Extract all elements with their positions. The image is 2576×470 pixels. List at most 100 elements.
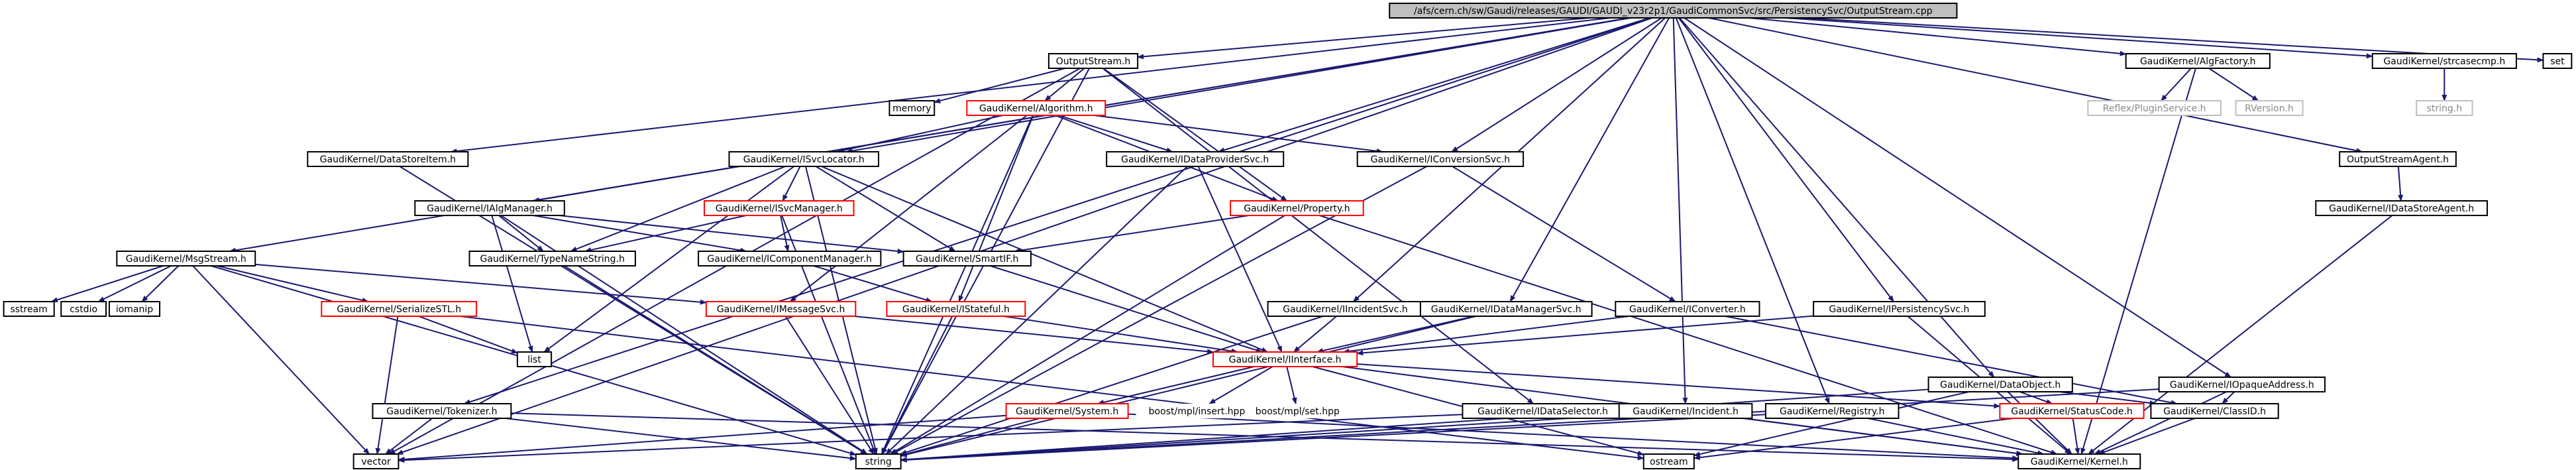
edge-line	[2098, 418, 2196, 455]
node-set[interactable]: set	[2542, 53, 2573, 69]
edge-line	[498, 215, 544, 252]
edge-line	[900, 388, 2159, 463]
node-idatamanagersvc-h[interactable]: GaudiKernel/IDataManagerSvc.h	[1419, 301, 1593, 317]
node-idataprovidersvc-h[interactable]: GaudiKernel/IDataProviderSvc.h	[1106, 151, 1285, 167]
edge-line	[1058, 115, 1173, 153]
node-iinterface-h[interactable]: GaudiKernel/IInterface.h	[1212, 351, 1358, 367]
node-classid-h[interactable]: GaudiKernel/ClassID.h	[2150, 403, 2279, 419]
node-ostream[interactable]: ostream	[1642, 453, 1695, 469]
node-outputstream-h[interactable]: OutputStream.h	[1047, 53, 1139, 69]
node-system-h[interactable]: GaudiKernel/System.h	[1005, 403, 1129, 419]
node-icomponentmanager-h[interactable]: GaudiKernel/IComponentManager.h	[698, 251, 882, 266]
node-serializestl-h[interactable]: GaudiKernel/SerializeSTL.h	[321, 301, 478, 317]
node-iincidentsvc-h[interactable]: GaudiKernel/IIncidentSvc.h	[1267, 301, 1424, 317]
edge-line	[813, 265, 933, 303]
node-strcasecmp-h[interactable]: GaudiKernel/strcasecmp.h	[2371, 53, 2517, 69]
edge-line	[418, 316, 518, 354]
node-label: OutputStream.h	[1056, 56, 1131, 67]
edge-line	[2094, 391, 2227, 455]
node-sstream[interactable]: sstream	[3, 301, 55, 317]
node-idatastoreagent-h[interactable]: GaudiKernel/IDataStoreAgent.h	[2315, 200, 2489, 216]
edge-line	[2019, 391, 2053, 404]
node-imessagesvc-h[interactable]: GaudiKernel/IMessageSvc.h	[705, 301, 857, 317]
node-msgstream-h[interactable]: GaudiKernel/MsgStream.h	[116, 251, 256, 266]
node-iconverter-h[interactable]: GaudiKernel/IConverter.h	[1615, 301, 1760, 317]
node-string-h[interactable]: string.h	[2416, 100, 2473, 116]
node-box	[307, 151, 469, 167]
edge-property-h-to-string	[890, 215, 1285, 455]
edge-root-to-isvclocator-h	[845, 17, 1631, 154]
node-box	[2017, 453, 2141, 469]
edge-line	[881, 316, 953, 455]
node-label: GaudiKernel/IDataSelector.h	[1477, 406, 1608, 417]
node-memory[interactable]: memory	[888, 100, 936, 116]
edge-line	[1319, 215, 2058, 455]
node-box	[1813, 301, 1986, 317]
node-cstdio[interactable]: cstdio	[60, 301, 107, 317]
edge-root-to-strcasecmp-h	[1784, 17, 2373, 59]
node-vector[interactable]: vector	[352, 453, 400, 469]
node-boost-insert[interactable]: boost/mpl/insert.hpp	[1136, 404, 1258, 418]
edge-registry-h-to-kernel-h	[1868, 418, 2045, 456]
edge-imessagesvc-h-to-iinterface-h	[853, 316, 1214, 355]
node-label: memory	[892, 103, 932, 114]
edge-line	[958, 115, 1034, 302]
node-label: string	[865, 457, 892, 467]
node-smartif-h[interactable]: GaudiKernel/SmartIF.h	[902, 251, 1032, 266]
node-iomanip[interactable]: iomanip	[108, 301, 161, 317]
node-boost-set[interactable]: boost/mpl/set.hpp	[1244, 404, 1350, 418]
node-istateful-h[interactable]: GaudiKernel/IStateful.h	[886, 301, 1026, 317]
node-label: GaudiKernel/IIncidentSvc.h	[1283, 304, 1408, 315]
node-isvcmanager-h[interactable]: GaudiKernel/ISvcManager.h	[704, 200, 855, 216]
edge-classid-h-to-kernel-h	[2098, 418, 2196, 455]
node-dataobject-h[interactable]: GaudiKernel/DataObject.h	[1927, 377, 2073, 392]
node-iopaqueaddress-h[interactable]: GaudiKernel/IOpaqueAddress.h	[2158, 377, 2326, 392]
node-algorithm-h[interactable]: GaudiKernel/Algorithm.h	[966, 100, 1106, 116]
edge-line	[782, 166, 801, 202]
node-box	[1999, 403, 2145, 419]
node-property-h[interactable]: GaudiKernel/Property.h	[1230, 200, 1364, 216]
node-box	[2542, 53, 2573, 69]
node-rversion-h[interactable]: RVersion.h	[2235, 100, 2304, 116]
node-ipersistencysvc-h[interactable]: GaudiKernel/IPersistencySvc.h	[1813, 301, 1986, 317]
node-layer: /afs/cern.ch/sw/Gaudi/releases/GAUDI/GAU…	[3, 3, 2573, 469]
edge-system-h-to-kernel-h	[1128, 413, 2019, 461]
node-typenamestring-h[interactable]: GaudiKernel/TypeNameString.h	[468, 251, 636, 266]
node-label: GaudiKernel/ISvcManager.h	[716, 204, 843, 214]
edge-root-to-vector	[396, 17, 1652, 455]
node-box	[2315, 200, 2489, 216]
edge-line	[584, 215, 747, 253]
edge-line	[1708, 17, 2363, 154]
edge-isvcmanager-h-to-icomponentmanager-h	[780, 215, 790, 252]
node-pluginservice-h[interactable]: Reflex/PluginService.h	[2087, 100, 2222, 116]
edge-property-h-to-kernel-h	[1319, 215, 2058, 455]
node-label: RVersion.h	[2245, 103, 2294, 114]
edge-line	[1784, 17, 2373, 59]
edge-line	[1316, 316, 1475, 353]
edge-line	[1742, 418, 2023, 456]
node-list[interactable]: list	[516, 351, 553, 367]
node-label: GaudiKernel/SerializeSTL.h	[337, 304, 461, 315]
node-iconversionsvc-h[interactable]: GaudiKernel/IConversionSvc.h	[1356, 151, 1525, 167]
node-label: boost/mpl/insert.hpp	[1149, 406, 1246, 417]
node-string[interactable]: string	[855, 453, 902, 469]
node-kernel-h[interactable]: GaudiKernel/Kernel.h	[2017, 453, 2141, 469]
edge-msgstream-h-to-imessagesvc-h	[255, 263, 707, 305]
node-incident-h[interactable]: GaudiKernel/Incident.h	[1618, 403, 1753, 419]
node-datastoreitem-h[interactable]: GaudiKernel/DataStoreItem.h	[307, 151, 469, 167]
edge-line	[1679, 17, 1995, 378]
node-isvclocator-h[interactable]: GaudiKernel/ISvcLocator.h	[728, 151, 880, 167]
node-idataselector-h[interactable]: GaudiKernel/IDataSelector.h	[1462, 403, 1624, 419]
edge-line	[1286, 366, 1297, 404]
node-registry-h[interactable]: GaudiKernel/Registry.h	[1764, 403, 1900, 419]
node-outputstreamagent-h[interactable]: OutputStreamAgent.h	[2339, 151, 2457, 167]
node-statuscode-h[interactable]: GaudiKernel/StatusCode.h	[1999, 403, 2145, 419]
node-tokenizer-h[interactable]: GaudiKernel/Tokenizer.h	[372, 403, 512, 419]
node-label: GaudiKernel/TypeNameString.h	[480, 254, 625, 264]
node-algfactory-h[interactable]: GaudiKernel/AlgFactory.h	[2125, 53, 2271, 69]
node-root[interactable]: /afs/cern.ch/sw/Gaudi/releases/GAUDI/GAU…	[1389, 3, 1958, 19]
edge-algorithm-h-to-string	[881, 115, 1034, 455]
node-box	[116, 251, 256, 266]
node-ialgmanager-h[interactable]: GaudiKernel/IAlgManager.h	[414, 200, 565, 216]
edge-line	[1218, 17, 1650, 153]
